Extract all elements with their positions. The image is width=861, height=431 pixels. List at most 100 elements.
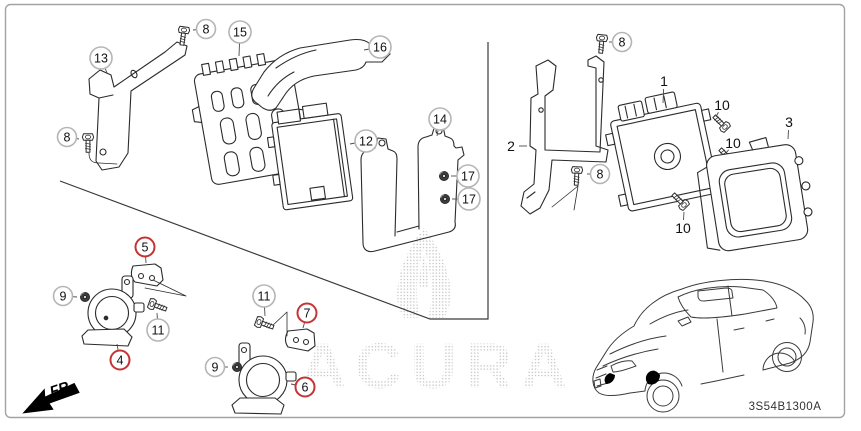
horn-location-marker-right — [645, 370, 660, 385]
part-bracket-13 — [88, 41, 188, 171]
callout-number: 11 — [258, 290, 271, 304]
callout-circle — [368, 35, 392, 59]
callout-number: 11 — [152, 324, 165, 338]
section-divider — [59, 42, 489, 320]
callout-circle — [354, 129, 378, 153]
callout-number: 6 — [302, 381, 309, 395]
callout-8-c8d[interactable]: 8 — [587, 163, 611, 185]
callout-number: 10 — [725, 135, 741, 151]
nut-17-lower — [439, 193, 451, 205]
acura-caliper-logo-icon — [397, 228, 451, 318]
callout-2-c2[interactable]: 2 — [507, 138, 527, 154]
callout-4-c4[interactable]: 4 — [109, 343, 131, 371]
callout-17-c17a[interactable]: 17 — [451, 164, 480, 188]
callout-leader-line — [436, 129, 439, 137]
part-horn-4 — [81, 275, 145, 347]
callout-circle — [456, 164, 480, 188]
callout-circle — [146, 318, 170, 342]
diagram-code: 3S54B1300A — [749, 401, 822, 413]
callout-leader-line — [264, 306, 266, 317]
nut-9-right — [231, 361, 243, 373]
callout-1-c1[interactable]: 1 — [660, 73, 668, 104]
callout-number: 10 — [675, 220, 691, 236]
callout-leader-line — [683, 211, 685, 221]
callout-circle — [228, 20, 252, 44]
callout-number: 15 — [233, 26, 247, 40]
part-horn-6 — [231, 342, 297, 415]
callout-leader-line — [662, 88, 665, 104]
callout-number: 9 — [60, 290, 67, 304]
callout-5-c5[interactable]: 5 — [134, 236, 156, 264]
callout-circle — [589, 163, 611, 185]
callout-circle — [252, 284, 276, 308]
callout-7-c7[interactable]: 7 — [296, 302, 318, 329]
callout-number: 7 — [304, 307, 311, 321]
callout-number: 4 — [117, 354, 124, 368]
callout-number: 13 — [94, 52, 108, 66]
callout-leader-line — [726, 149, 729, 153]
callout-10-c10b[interactable]: 10 — [725, 135, 741, 153]
callout-11-c11b[interactable]: 11 — [252, 284, 276, 317]
callout-number: 8 — [203, 23, 210, 37]
callout-17-c17b[interactable]: 17 — [452, 187, 481, 211]
part-bracket-14 — [360, 124, 465, 253]
callout-leader-line — [238, 42, 240, 57]
callout-number: 5 — [142, 241, 149, 255]
callout-number: 16 — [373, 41, 387, 55]
callout-number: 12 — [359, 135, 373, 149]
watermark-text: ACURA — [300, 330, 576, 402]
fr-indicator: FR. — [22, 378, 80, 414]
callout-leader-line — [116, 343, 119, 351]
part-bracket-2 — [520, 55, 609, 215]
callout-circle — [195, 18, 217, 40]
callout-15-c15[interactable]: 15 — [228, 20, 252, 57]
callout-number: 3 — [785, 114, 793, 130]
callout-number: 8 — [64, 131, 71, 145]
callout-leader-line — [715, 111, 719, 118]
callout-number: 10 — [714, 97, 730, 113]
callout-8-c8a[interactable]: 8 — [192, 18, 217, 40]
acura-watermark: ACURA — [300, 228, 576, 402]
callout-16-c16[interactable]: 16 — [363, 35, 392, 59]
callout-6-c6[interactable]: 6 — [290, 376, 316, 398]
callout-11-c11a[interactable]: 11 — [146, 312, 170, 342]
fr-label: FR. — [48, 378, 75, 400]
part-bracket-7 — [284, 328, 316, 352]
part-cover-16 — [251, 38, 391, 111]
callout-number: 2 — [507, 138, 515, 154]
car-illustration — [592, 278, 814, 413]
callout-leader-line — [349, 142, 356, 145]
callout-12-c12[interactable]: 12 — [349, 129, 378, 153]
callout-circle-red — [294, 376, 316, 398]
callout-circle — [428, 107, 452, 131]
callout-number: 17 — [461, 170, 475, 184]
callout-circle — [611, 31, 633, 53]
callout-number: 14 — [433, 113, 447, 127]
callout-13-c13[interactable]: 13 — [89, 46, 113, 74]
callout-circle-red — [134, 236, 156, 258]
nut-9-left — [79, 291, 91, 303]
callout-leader-line — [104, 68, 108, 74]
callout-10-c10c[interactable]: 10 — [675, 211, 691, 236]
fr-arrow-icon — [22, 382, 80, 414]
callout-3-c3[interactable]: 3 — [785, 114, 793, 140]
callout-circle — [204, 356, 226, 378]
callout-number: 17 — [462, 193, 476, 207]
callout-8-c8c[interactable]: 8 — [609, 31, 633, 53]
callout-number: 8 — [597, 168, 604, 182]
callout-circle — [52, 285, 74, 307]
callout-10-c10a[interactable]: 10 — [714, 97, 730, 118]
callout-circle — [457, 187, 481, 211]
callout-circle-red — [296, 302, 318, 324]
callout-14-c14[interactable]: 14 — [428, 107, 452, 137]
part-cover-3 — [696, 137, 813, 252]
callout-9-c9b[interactable]: 9 — [204, 356, 229, 378]
callout-8-c8b[interactable]: 8 — [56, 126, 80, 148]
callout-number: 1 — [660, 73, 668, 89]
callout-circle — [56, 126, 78, 148]
callout-9-c9a[interactable]: 9 — [52, 285, 78, 307]
callout-circle — [89, 46, 113, 70]
part-ecu-12 — [266, 102, 354, 211]
